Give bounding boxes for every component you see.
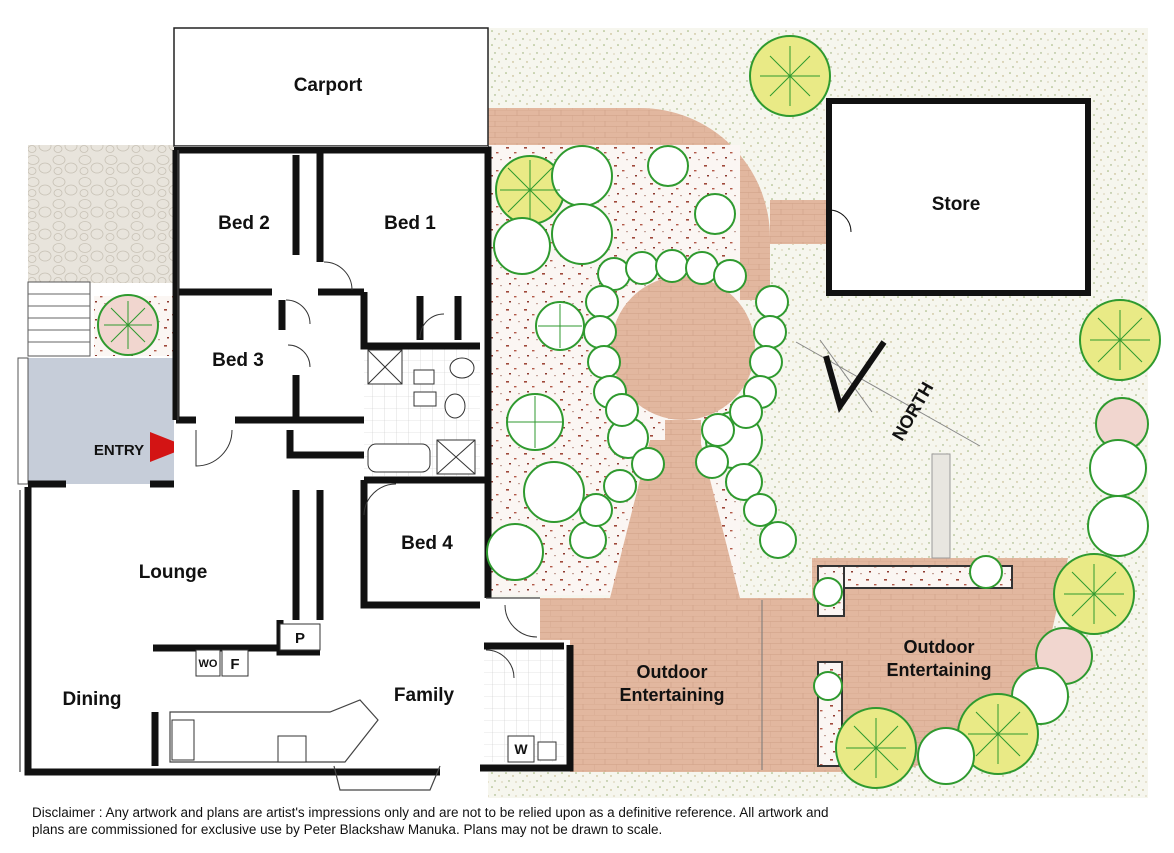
dining-label: Dining bbox=[62, 689, 121, 710]
carport-label: Carport bbox=[294, 75, 363, 96]
tree-spokes bbox=[104, 46, 1150, 778]
door-swings bbox=[195, 261, 538, 679]
bed1-label: Bed 1 bbox=[384, 213, 436, 234]
walls bbox=[24, 146, 574, 776]
wall-oven-box bbox=[195, 649, 221, 677]
store-building bbox=[826, 98, 1091, 296]
pantry-label: P bbox=[295, 630, 305, 647]
washer-label: W bbox=[514, 741, 528, 757]
outdoor-left-label-line2: Entertaining bbox=[619, 685, 724, 705]
bathroom-fixtures bbox=[367, 349, 476, 475]
bed4-label: Bed 4 bbox=[401, 533, 453, 554]
kitchen-fixtures bbox=[171, 719, 557, 763]
outdoor-entertaining-left-paving bbox=[540, 440, 812, 772]
hedge-ring bbox=[579, 249, 789, 527]
carport bbox=[173, 27, 489, 147]
entry-steps bbox=[27, 281, 91, 357]
wall-oven-label: WO bbox=[199, 658, 218, 670]
entry-label: ENTRY bbox=[94, 442, 144, 459]
pantry-box bbox=[279, 623, 321, 651]
outdoor-left-label-line1: Outdoor bbox=[637, 662, 708, 682]
gravel-area bbox=[28, 145, 174, 283]
entry-step-lines bbox=[28, 293, 90, 343]
house-floor bbox=[28, 146, 570, 772]
lounge-label: Lounge bbox=[139, 562, 208, 583]
fridge-label: F bbox=[230, 656, 239, 673]
bed3-label: Bed 3 bbox=[212, 350, 264, 371]
entry-marker bbox=[150, 432, 188, 462]
disclaimer: Disclaimer : Any artwork and plans are a… bbox=[32, 805, 829, 837]
store-label: Store bbox=[932, 194, 981, 215]
fridge-box bbox=[221, 649, 249, 677]
entry-rail bbox=[17, 357, 29, 485]
paved-circle bbox=[611, 276, 755, 420]
north-compass bbox=[795, 339, 981, 447]
outdoor-right-label-line2: Entertaining bbox=[886, 660, 991, 680]
bed2-label: Bed 2 bbox=[218, 213, 270, 234]
entry-porch bbox=[28, 358, 174, 484]
paved-path-store bbox=[770, 200, 830, 244]
store-door-swing bbox=[828, 209, 852, 233]
family-label: Family bbox=[394, 685, 455, 706]
thin-walls bbox=[19, 150, 540, 791]
paved-strip bbox=[665, 420, 701, 460]
paving-edge-grey bbox=[931, 453, 951, 559]
outdoor-right-label-line1: Outdoor bbox=[904, 637, 975, 657]
